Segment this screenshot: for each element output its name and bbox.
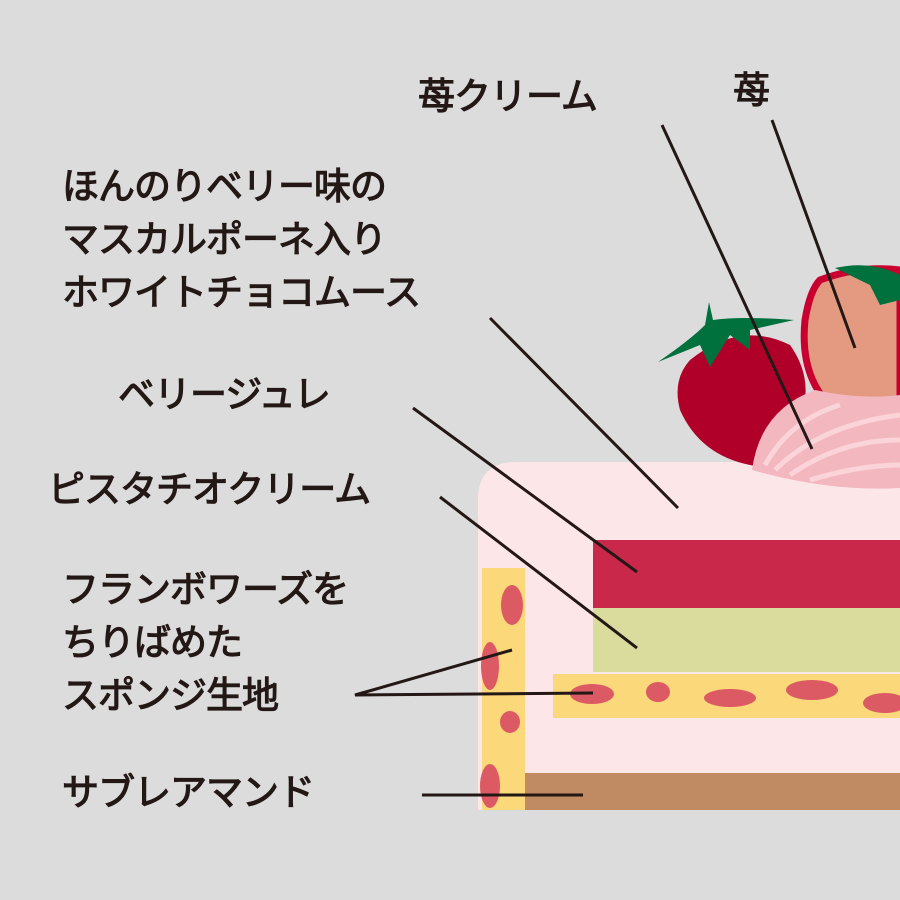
label-mousse-line2: マスカルポーネ入り <box>62 218 387 261</box>
strawberry-cream <box>752 390 900 489</box>
label-mousse-line1: ほんのりベリー味の <box>62 165 387 208</box>
label-strawberry: 苺 <box>733 69 770 112</box>
label-strawberry-cream: 苺クリーム <box>418 75 598 118</box>
label-sponge-line3: スポンジ生地 <box>62 674 279 717</box>
side-sponge <box>480 568 525 810</box>
sponge-layer <box>553 674 900 718</box>
label-berry-jelly: ベリージュレ <box>118 373 331 416</box>
label-pistachio-cream: ピスタチオクリーム <box>48 468 371 511</box>
label-sponge: フランボワーズを ちりばめた スポンジ生地 <box>62 563 349 722</box>
pistachio-cream-layer <box>593 608 900 672</box>
leader-lines <box>354 119 857 797</box>
label-mousse-line3: ホワイトチョコムース <box>62 271 421 314</box>
berry-jelly-layer <box>593 540 900 608</box>
label-sponge-line1: フランボワーズを <box>62 568 349 611</box>
label-mousse: ほんのりベリー味の マスカルポーネ入り ホワイトチョコムース <box>62 160 421 319</box>
label-sponge-line2: ちりばめた <box>62 621 243 664</box>
label-sable: サブレアマンド <box>62 771 315 814</box>
sable-layer <box>525 773 900 810</box>
